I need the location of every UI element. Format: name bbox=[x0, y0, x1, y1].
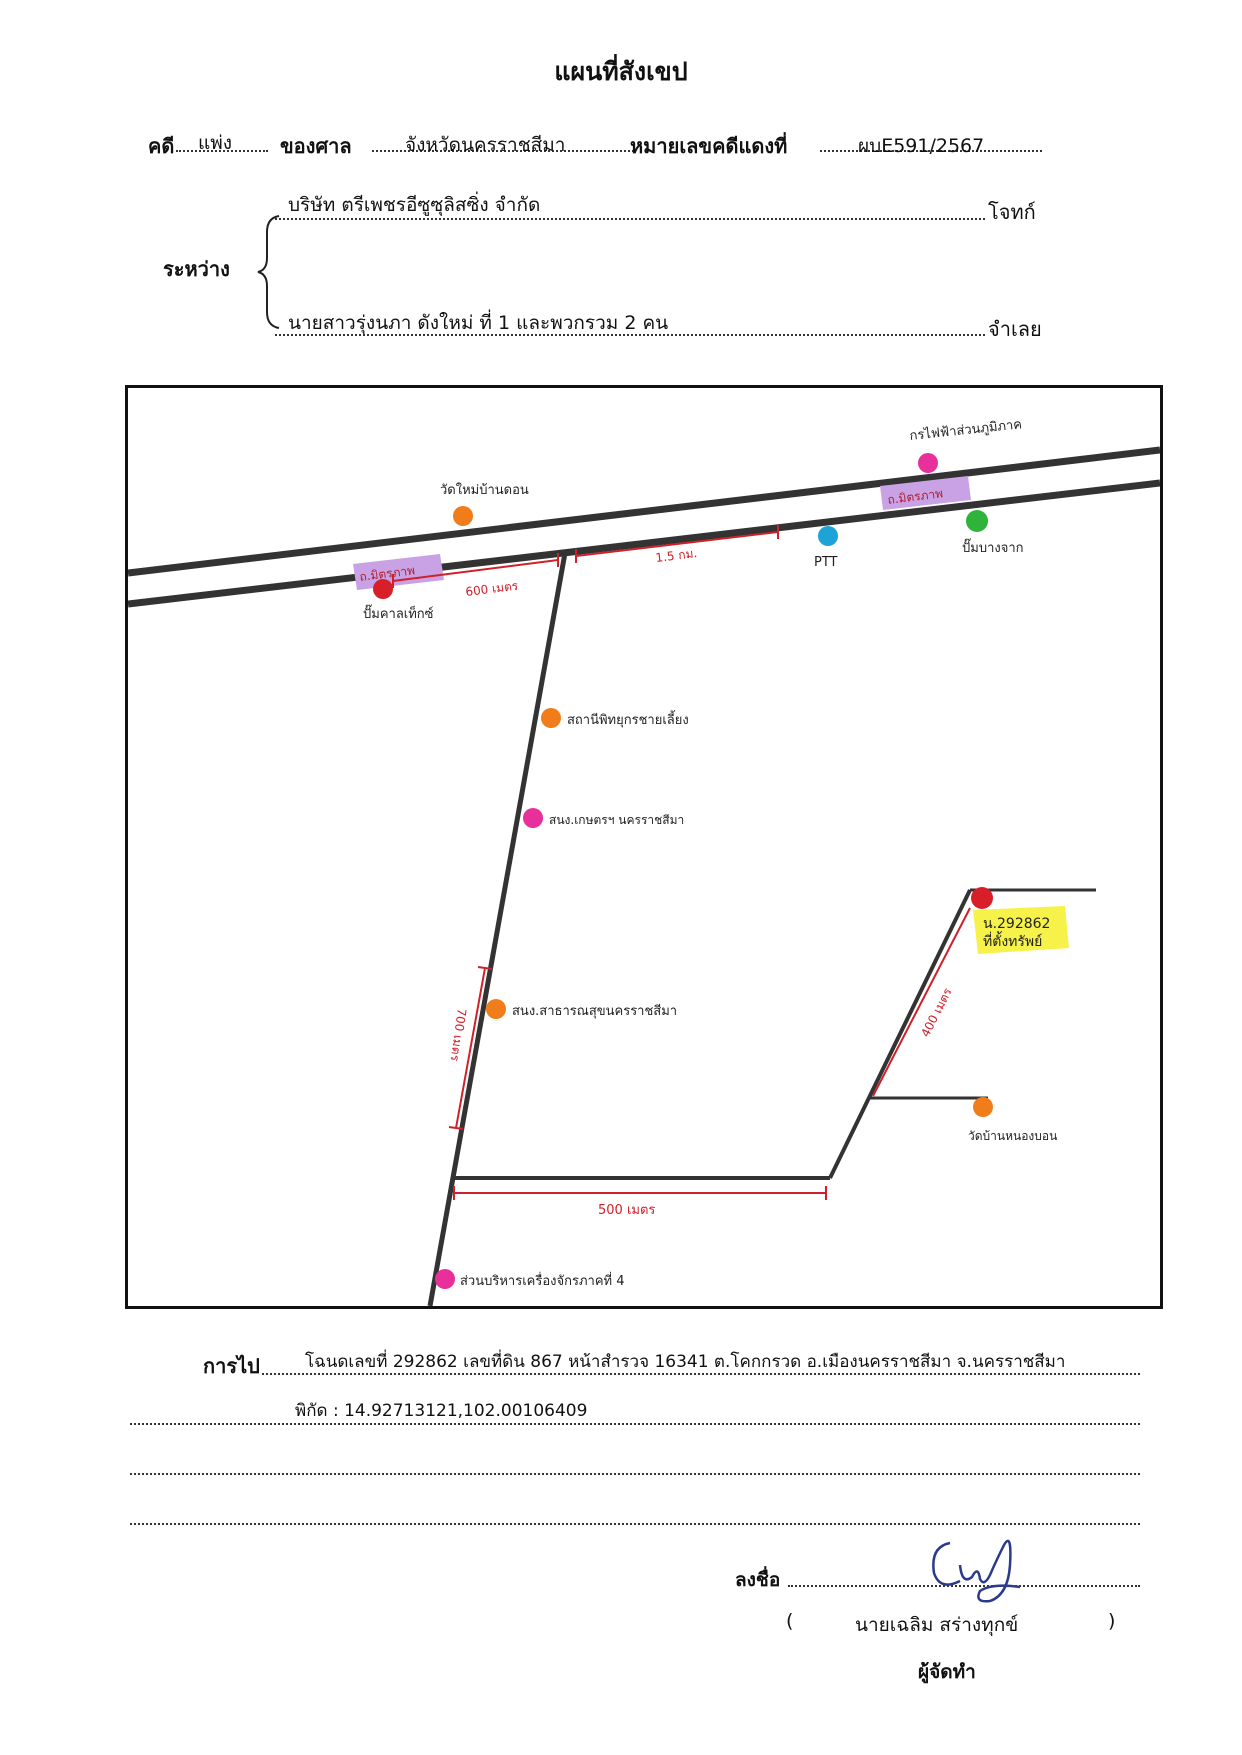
red-case-dots bbox=[820, 150, 1042, 152]
marker-caltex bbox=[373, 579, 393, 599]
marker-machinery bbox=[435, 1269, 455, 1289]
case-label: คดี bbox=[148, 134, 175, 158]
case-type: แพ่ง bbox=[198, 132, 233, 154]
page-title: แผนที่สังเขป bbox=[554, 57, 688, 86]
property-deed: น.292862 bbox=[983, 916, 1050, 932]
coordinates: พิกัด : 14.92713121,102.00106409 bbox=[295, 1401, 588, 1421]
directions-line-1: โฉนดเลขที่ 292862 เลขที่ดิน 867 หน้าสำรว… bbox=[305, 1352, 1066, 1372]
brace-icon bbox=[257, 215, 280, 329]
between-label: ระหว่าง bbox=[163, 257, 230, 281]
court-label: ของศาล bbox=[280, 134, 352, 158]
road-tag-2 bbox=[880, 476, 971, 510]
highway-south-edge bbox=[128, 479, 1160, 608]
directions-dots-4 bbox=[130, 1523, 1140, 1525]
marker-livestock bbox=[541, 708, 561, 728]
sign-label: ลงชื่อ bbox=[735, 1569, 781, 1591]
plaintiff-name: บริษัท ตรีเพชรอีซูซุลิสซิ่ง จำกัด bbox=[288, 194, 541, 216]
marker-ptt bbox=[818, 526, 838, 546]
road-name-1: ถ.มิตรภาพ bbox=[359, 563, 416, 584]
defendant-dots bbox=[275, 334, 985, 336]
label-livestock: สถานีพิทยุกรชายเลี้ยง bbox=[567, 710, 689, 728]
road-tag-1 bbox=[353, 554, 444, 590]
directions-dots-2 bbox=[130, 1423, 1140, 1425]
case-type-dots bbox=[176, 150, 268, 152]
highway-north-edge bbox=[128, 446, 1160, 577]
court-name: จังหวัดนครราชสีมา bbox=[405, 134, 566, 156]
directions-dots-3 bbox=[130, 1473, 1140, 1475]
side-road bbox=[427, 552, 568, 1306]
label-ptt: PTT bbox=[814, 555, 838, 570]
defendant-label: จำเลย bbox=[988, 317, 1042, 341]
directions-dots-1 bbox=[262, 1373, 1140, 1375]
marker-sakon bbox=[523, 808, 543, 828]
plaintiff-label: โจทก์ bbox=[988, 200, 1036, 224]
plaintiff-dots bbox=[275, 218, 985, 220]
label-machinery: ส่วนบริหารเครื่องจักรภาคที่ 4 bbox=[460, 1272, 625, 1289]
signer-name: นายเฉลิม สร่างทุกข์ bbox=[855, 1614, 1019, 1636]
close-paren: ) bbox=[1108, 1610, 1116, 1632]
marker-wat-ban-don bbox=[453, 506, 473, 526]
distance-400m: 400 เมตร bbox=[918, 985, 955, 1039]
label-sakon: สนง.เกษตรฯ นครราชสีมา bbox=[549, 813, 684, 827]
distance-700m: 700 เมตร bbox=[448, 1008, 469, 1063]
marker-wat-nong-bon bbox=[973, 1097, 993, 1117]
open-paren: ( bbox=[786, 1610, 794, 1632]
distance-500m: 500 เมตร bbox=[598, 1203, 655, 1218]
marker-property bbox=[971, 887, 993, 909]
label-wat-ban-don: วัดใหม่บ้านดอน bbox=[440, 482, 529, 498]
label-health: สนง.สาธารณสุขนครราชสีมา bbox=[512, 1003, 677, 1019]
property-tag bbox=[973, 906, 1069, 954]
defendant-name: นายสาวรุ่งนภา ดังใหม่ ที่ 1 และพวกรวม 2 … bbox=[288, 312, 669, 334]
sketch-map: ถ.มิตรภาพ ถ.มิตรภาพ 600 เมตร 1.5 กม. 700… bbox=[125, 385, 1163, 1309]
red-case-number: ผบE591/2567 bbox=[858, 135, 985, 157]
label-bangchak: ปั๊มบางจาก bbox=[962, 538, 1024, 556]
red-case-label: หมายเลขคดีแดงที่ bbox=[630, 134, 788, 158]
property-label: ที่ตั้งทรัพย์ bbox=[983, 931, 1042, 950]
directions-label: การไป bbox=[203, 1354, 260, 1378]
marker-health bbox=[486, 999, 506, 1019]
label-egat: กรไฟฟ้าส่วนภูมิภาค bbox=[909, 416, 1023, 444]
label-wat-nong-bon: วัดบ้านหนองบอน bbox=[968, 1129, 1057, 1143]
signer-role: ผู้จัดทำ bbox=[918, 1661, 976, 1683]
property-road bbox=[828, 889, 972, 1179]
marker-egat bbox=[918, 453, 938, 473]
road-name-2: ถ.มิตรภาพ bbox=[887, 486, 944, 507]
marker-bangchak bbox=[966, 510, 988, 532]
label-caltex: ปั๊มคาลเท็กซ์ bbox=[363, 604, 434, 622]
distance-600m: 600 เมตร bbox=[465, 579, 520, 599]
measure-lines bbox=[392, 525, 971, 1200]
court-dots bbox=[372, 150, 634, 152]
sign-dots bbox=[788, 1585, 1140, 1587]
signature-image bbox=[932, 1539, 1021, 1603]
distance-1-5km: 1.5 กม. bbox=[655, 546, 698, 565]
